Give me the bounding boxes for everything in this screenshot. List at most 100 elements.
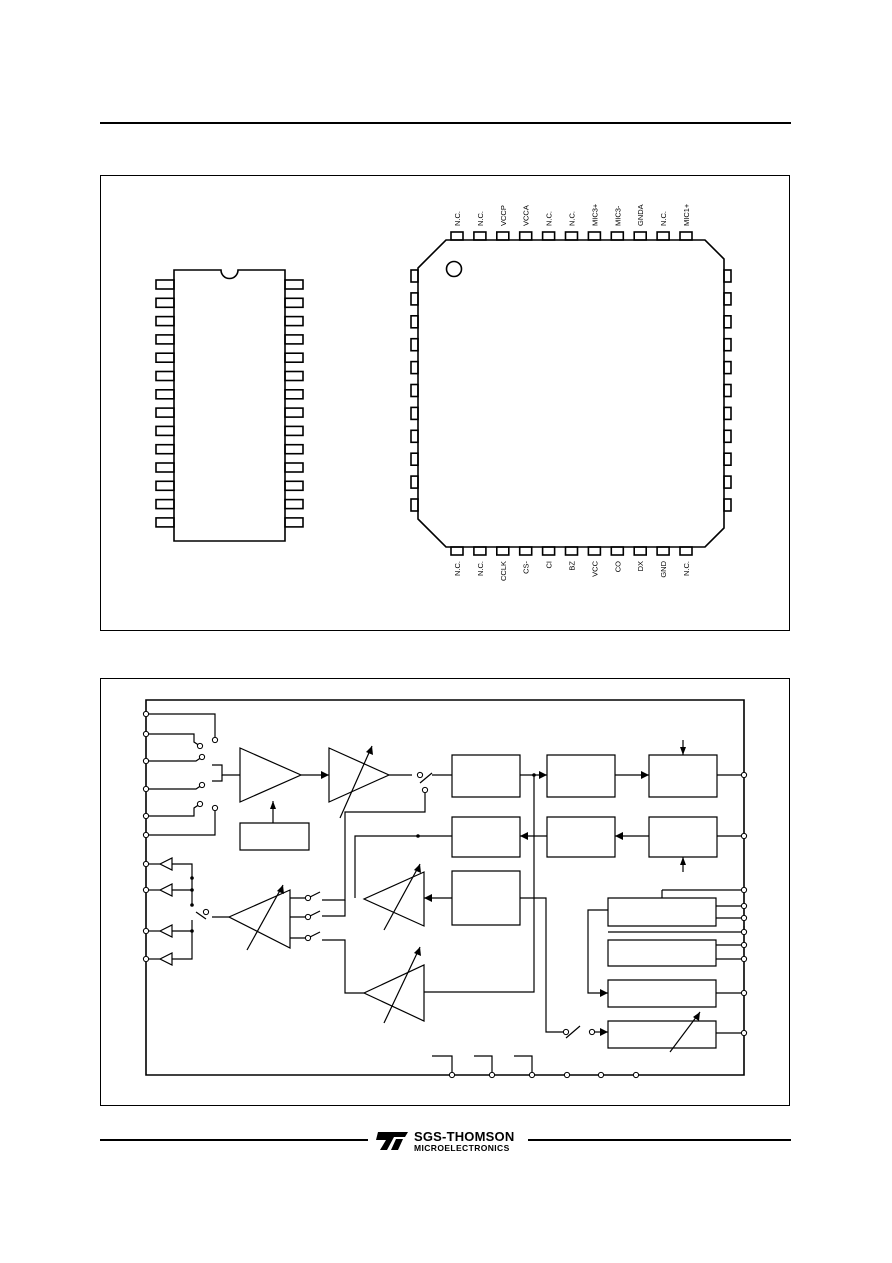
dip-pin-left — [155, 498, 175, 510]
pin-node — [196, 742, 204, 750]
pin-node — [304, 894, 312, 902]
dip-pin-right — [284, 388, 304, 400]
dip-pin-right — [284, 315, 304, 327]
pin-node — [740, 928, 748, 936]
plcc-pin-right — [723, 314, 732, 329]
pin-node — [142, 955, 150, 963]
pin-node — [142, 785, 150, 793]
dip-pin-left — [155, 443, 175, 455]
plcc-pin-left — [410, 498, 419, 512]
pin-node — [740, 1029, 748, 1037]
dip-pin-left — [155, 352, 175, 364]
dip-pin-left — [155, 462, 175, 473]
footer-rule-right — [528, 1139, 791, 1141]
plcc-top-pin-label: VCCP — [499, 205, 508, 226]
pin-node — [142, 757, 150, 765]
plcc-top-pin-label: N.C. — [659, 211, 668, 226]
dip-pin-left — [155, 425, 175, 437]
dip-package — [155, 269, 304, 542]
plcc-pin-bottom — [610, 546, 625, 556]
plcc-pin-bottom — [587, 546, 602, 556]
block-diagram — [145, 699, 745, 1076]
pin-node — [740, 941, 748, 949]
plcc-bottom-pin-label: N.C. — [453, 561, 462, 576]
plcc-pin-top — [633, 231, 648, 241]
pin-node — [448, 1071, 456, 1079]
header-rule — [100, 122, 791, 124]
plcc-pin-bottom — [495, 546, 510, 556]
plcc-bottom-pin-label: CI — [545, 561, 554, 569]
pin-node — [304, 913, 312, 921]
plcc-pin-bottom — [473, 546, 487, 556]
dip-pin-right — [284, 462, 304, 473]
dip-pin-right — [284, 279, 304, 290]
block-diagram-nodes — [142, 710, 748, 1079]
pin-node — [142, 730, 150, 738]
plcc-pin-left — [410, 452, 419, 467]
plcc-pin-top — [610, 231, 625, 241]
plcc-pin-left — [410, 337, 419, 352]
block-diagram-arrows — [270, 746, 700, 1036]
plcc-pin-right — [723, 475, 732, 489]
plcc-pin-right — [723, 452, 732, 467]
plcc-pin-bottom — [633, 546, 648, 556]
plcc-pin-left — [410, 360, 419, 375]
pin-node — [740, 955, 748, 963]
pin-node — [740, 886, 748, 894]
junction-dot — [190, 876, 194, 880]
plcc-pin-top — [450, 231, 464, 241]
pin-connection-panel — [100, 175, 790, 631]
pin-node — [588, 1028, 596, 1036]
pin-node — [563, 1071, 571, 1079]
pin-node — [142, 831, 150, 839]
plcc-pin-top — [656, 231, 670, 241]
plcc-pin-left — [410, 406, 419, 421]
brand-name: SGS-THOMSON — [414, 1129, 514, 1144]
dip-pin-right — [284, 498, 304, 510]
pin-node — [421, 786, 429, 794]
brand-subtitle: MICROELECTRONICS — [414, 1143, 510, 1153]
dip-pin-right — [284, 443, 304, 455]
junction-dot — [190, 903, 194, 907]
dip-pin-left — [155, 315, 175, 327]
dip-pin-left — [155, 480, 175, 492]
plcc-top-pin-label: N.C. — [568, 211, 577, 226]
mic-amplifier — [239, 747, 303, 803]
plcc-top-pin-label: GNDA — [636, 204, 645, 226]
plcc-top-pin-label: N.C. — [453, 211, 462, 226]
plcc-pin-bottom — [450, 546, 464, 556]
plcc-top-pin-label: MIC3- — [613, 205, 622, 226]
plcc-bottom-pin-label: CS- — [522, 561, 531, 574]
pin-node — [211, 736, 219, 744]
plcc-bottom-pin-label: VCC — [590, 560, 599, 576]
dip-pin-left — [155, 279, 175, 290]
dip-pin-right — [284, 407, 304, 418]
pin-node — [488, 1071, 496, 1079]
dip-pin-left — [155, 388, 175, 400]
pin-node — [142, 812, 150, 820]
dip-pin-right — [284, 425, 304, 437]
pin-node — [211, 804, 219, 812]
pin-node — [142, 927, 150, 935]
pin-node — [740, 989, 748, 997]
pin-node — [198, 753, 206, 761]
plcc-pin-bottom — [564, 546, 579, 556]
plcc-pin-right — [723, 337, 732, 352]
plcc-pin-right — [723, 498, 732, 512]
dip-pin-left — [155, 517, 175, 528]
plcc-pin-top — [518, 231, 533, 241]
pin-node — [416, 771, 424, 779]
plcc-pin-right — [723, 383, 732, 398]
plcc-bottom-pin-label: DX — [636, 561, 645, 571]
plcc-pin-bottom — [518, 546, 533, 556]
plcc-pin-left — [410, 429, 419, 444]
plcc-pin-top — [679, 231, 693, 241]
plcc-pin-top — [473, 231, 487, 241]
plcc-pin-top — [564, 231, 579, 241]
dip-pin-right — [284, 370, 304, 382]
plcc-bottom-pin-label: GND — [659, 560, 668, 577]
junction-dot — [190, 888, 194, 892]
footer-rule-left — [100, 1139, 368, 1141]
